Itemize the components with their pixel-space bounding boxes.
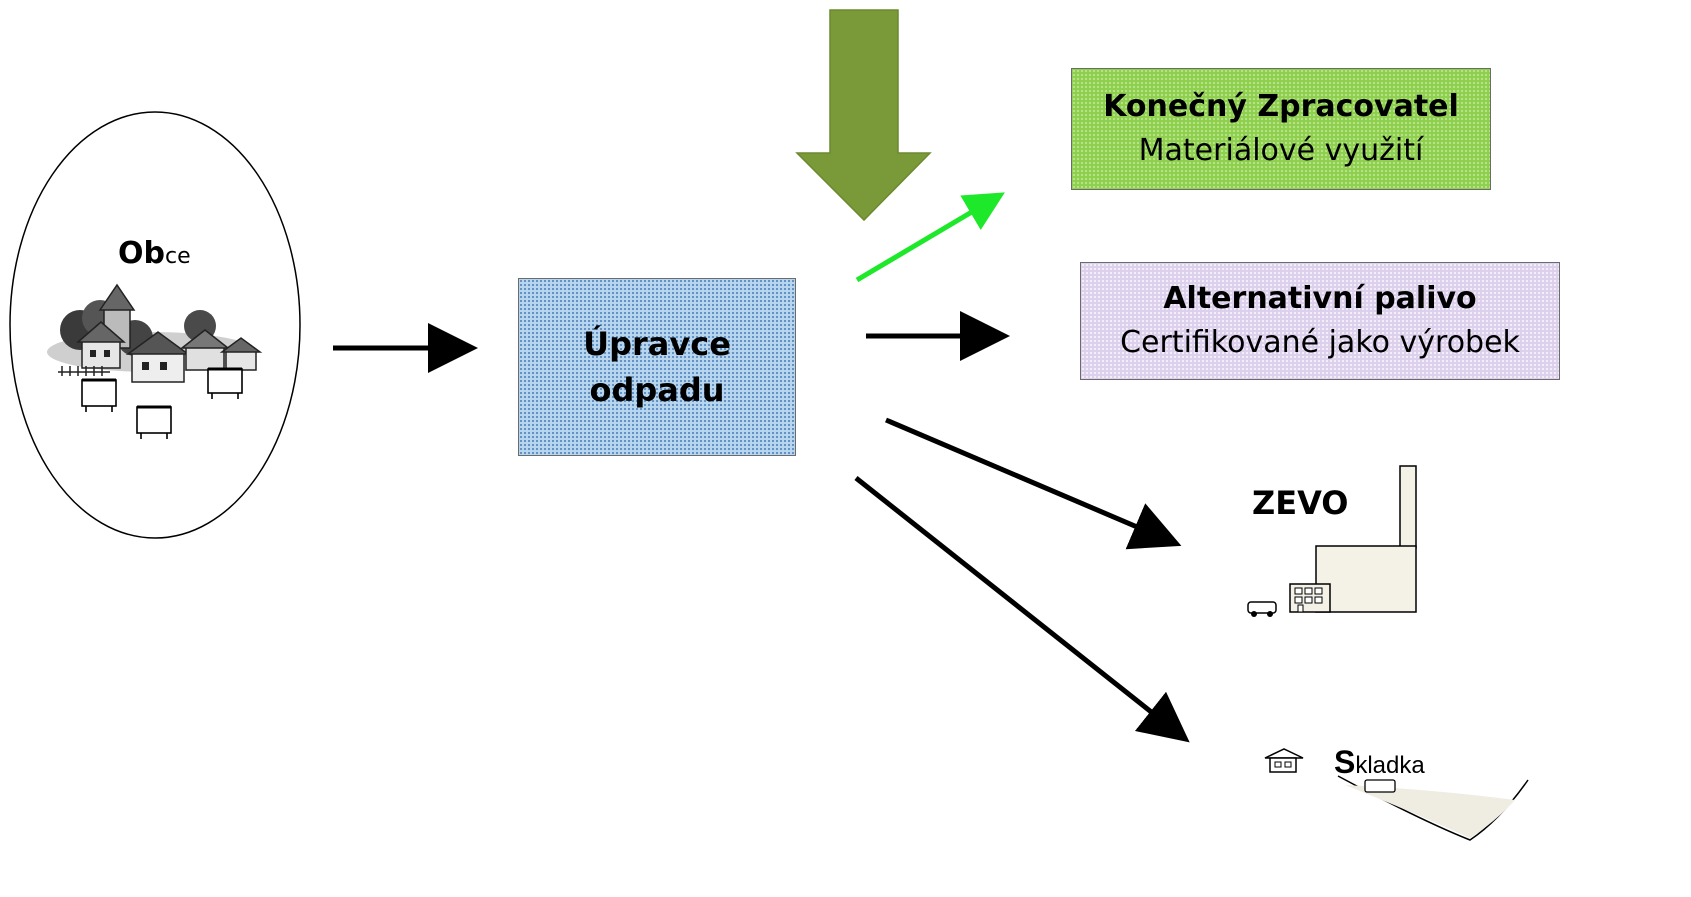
truck-icon bbox=[1247, 601, 1277, 617]
landfill-icon bbox=[1337, 775, 1529, 841]
source-label-rest: ce bbox=[164, 244, 191, 269]
landfill-label: Skladka bbox=[1334, 744, 1425, 781]
incinerator-label: ZEVO bbox=[1252, 484, 1349, 522]
processor-box: Úpravce odpadu bbox=[518, 278, 796, 456]
material-box: Konečný Zpracovatel Materiálové využití bbox=[1071, 68, 1491, 190]
incinerator-plant-icon bbox=[1289, 465, 1417, 613]
waste-bin-icon bbox=[81, 367, 243, 439]
fuel-subtitle: Certifikované jako výrobek bbox=[1120, 325, 1520, 360]
source-label: Obce bbox=[118, 236, 191, 271]
house-icon bbox=[1264, 748, 1304, 773]
material-title: Konečný Zpracovatel bbox=[1103, 89, 1459, 124]
input-arrow bbox=[795, 9, 932, 222]
landfill-label-rest: kladka bbox=[1355, 752, 1425, 779]
material-subtitle: Materiálové využití bbox=[1138, 133, 1424, 168]
arrow-to-material bbox=[855, 192, 1005, 283]
village-icon bbox=[47, 283, 263, 383]
source-label-bold: Ob bbox=[118, 236, 165, 271]
arrow-to-incinerator bbox=[885, 417, 1182, 550]
source-ellipse bbox=[9, 111, 301, 539]
processor-line1: Úpravce bbox=[583, 325, 731, 363]
fuel-title: Alternativní palivo bbox=[1163, 281, 1477, 316]
fuel-box: Alternativní palivo Certifikované jako v… bbox=[1080, 262, 1560, 380]
landfill-label-initial: S bbox=[1334, 744, 1356, 780]
arrow-to-landfill bbox=[854, 476, 1190, 743]
processor-line2: odpadu bbox=[589, 371, 725, 409]
